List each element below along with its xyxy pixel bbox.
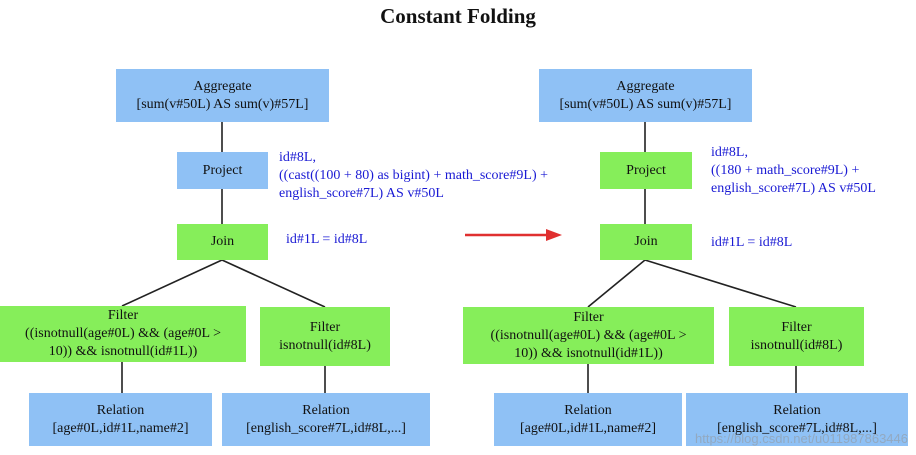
right-project-node: Project	[600, 152, 692, 189]
node-type: Filter	[309, 319, 341, 335]
right-filter-left-node: Filter ((isnotnull(age#0L) && (age#0L > …	[463, 307, 714, 364]
node-detail-line2: 10)) && isnotnull(id#1L))	[514, 345, 663, 361]
left-project-note: id#8L, ((cast((100 + 80) as bigint) + ma…	[279, 150, 549, 201]
right-relation-left-node: Relation [age#0L,id#1L,name#2]	[494, 393, 682, 446]
node-type: Join	[634, 234, 658, 249]
node-detail: [sum(v#50L) AS sum(v)#57L]	[136, 96, 309, 112]
right-relation-right-node: Relation [english_score#7L,id#8L,...]	[686, 393, 908, 446]
node-detail-line2: 10)) && isnotnull(id#1L))	[48, 344, 198, 359]
node-detail: [sum(v#50L) AS sum(v)#57L]	[559, 96, 732, 112]
node-type: Relation	[773, 402, 821, 418]
node-detail-line1: ((isnotnull(age#0L) && (age#0L >	[25, 326, 221, 341]
left-filter-left-node: Filter ((isnotnull(age#0L) && (age#0L > …	[0, 306, 246, 362]
node-type: Project	[626, 162, 666, 178]
node-type: Relation	[96, 402, 145, 418]
page-title: Constant Folding	[380, 4, 536, 28]
node-detail: [age#0L,id#1L,name#2]	[519, 420, 657, 436]
node-detail-line1: ((isnotnull(age#0L) && (age#0L >	[490, 327, 687, 343]
node-type: Aggregate	[193, 78, 252, 94]
node-type: Filter	[781, 319, 812, 335]
left-relation-right-node: Relation [english_score#7L,id#8L,...]	[222, 393, 430, 446]
right-join-node: Join	[600, 224, 692, 260]
right-join-note: id#1L = id#8L	[711, 235, 793, 250]
node-type: Relation	[302, 402, 350, 418]
node-detail: isnotnull(id#8L)	[279, 337, 371, 353]
node-type: Filter	[107, 308, 139, 323]
node-detail: [english_score#7L,id#8L,...]	[246, 420, 406, 436]
right-filter-right-node: Filter isnotnull(id#8L)	[729, 307, 864, 366]
node-detail: [english_score#7L,id#8L,...]	[717, 420, 877, 436]
left-join-note: id#1L = id#8L	[286, 232, 368, 247]
left-project-node: Project	[177, 152, 268, 189]
left-relation-left-node: Relation [age#0L,id#1L,name#2]	[29, 393, 212, 446]
watermark: https://blog.csdn.net/u011987863446	[695, 431, 908, 446]
node-type: Filter	[573, 309, 604, 325]
left-aggregate-node: Aggregate [sum(v#50L) AS sum(v)#57L]	[116, 69, 329, 122]
node-type: Aggregate	[616, 78, 675, 94]
right-aggregate-node: Aggregate [sum(v#50L) AS sum(v)#57L]	[539, 69, 752, 122]
right-project-note: id#8L, ((180 + math_score#9L) + english_…	[711, 145, 876, 196]
edge	[587, 259, 646, 308]
node-type: Project	[202, 162, 243, 178]
node-type: Relation	[564, 402, 612, 418]
edge	[121, 259, 223, 307]
left-filter-right-node: Filter isnotnull(id#8L)	[260, 307, 390, 366]
edge	[221, 259, 326, 308]
node-detail: [age#0L,id#1L,name#2]	[52, 420, 189, 436]
node-detail: isnotnull(id#8L)	[750, 337, 843, 353]
node-type: Join	[210, 234, 235, 249]
edge	[644, 259, 797, 308]
left-join-node: Join	[177, 224, 268, 260]
transform-arrow	[465, 229, 562, 241]
